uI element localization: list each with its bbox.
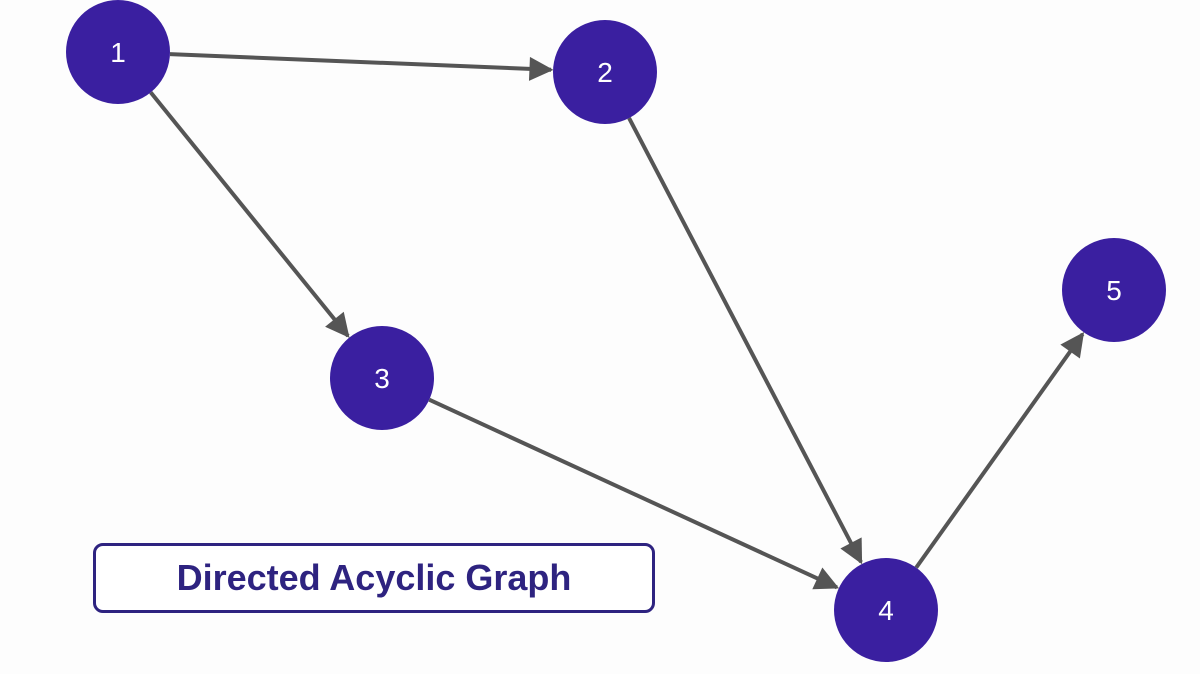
- node-circle: [1062, 238, 1166, 342]
- edge-4-to-5: [914, 332, 1085, 569]
- node-4: 4: [834, 558, 938, 662]
- node-label: 3: [374, 363, 390, 394]
- edge-2-to-4: [627, 117, 863, 565]
- diagram-title-box: Directed Acyclic Graph: [93, 543, 655, 613]
- node-1: 1: [66, 0, 170, 104]
- node-label: 2: [597, 57, 613, 88]
- node-3: 3: [330, 326, 434, 430]
- node-circle: [66, 0, 170, 104]
- node-label: 1: [110, 37, 126, 68]
- node-circle: [330, 326, 434, 430]
- node-circle: [834, 558, 938, 662]
- node-circle: [553, 20, 657, 124]
- edge-3-to-4: [428, 397, 840, 590]
- node-label: 5: [1106, 275, 1122, 306]
- node-5: 5: [1062, 238, 1166, 342]
- node-label: 4: [878, 595, 894, 626]
- node-2: 2: [553, 20, 657, 124]
- diagram-title: Directed Acyclic Graph: [176, 557, 572, 598]
- edge-1-to-2: [169, 52, 554, 81]
- edge-1-to-3: [149, 91, 350, 338]
